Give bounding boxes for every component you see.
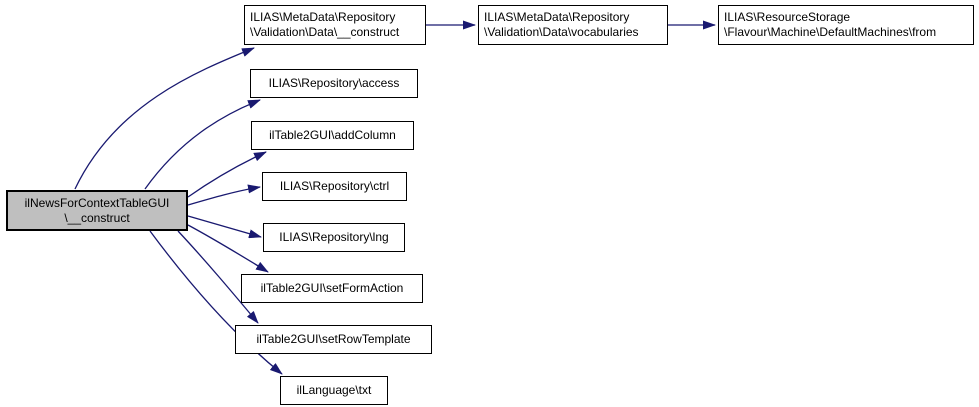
edge-source-add_column: [187, 151, 267, 198]
node-label-line: ILIAS\MetaData\Repository: [484, 10, 630, 24]
node-txt[interactable]: ilLanguage\txt: [280, 376, 388, 405]
node-label-line: \Flavour\Machine\DefaultMachines\from: [724, 25, 937, 39]
node-lng[interactable]: ILIAS\Repository\lng: [263, 223, 405, 252]
node-label-line: ILIAS\ResourceStorage: [724, 10, 851, 24]
node-source[interactable]: ilNewsForContextTableGUI \__construct: [6, 190, 188, 231]
node-label-line: ILIAS\Repository\access: [268, 76, 400, 90]
node-label-line: \__construct: [64, 210, 130, 225]
node-from[interactable]: ILIAS\ResourceStorage \Flavour\Machine\D…: [718, 5, 974, 45]
node-label-line: \Validation\Data\vocabularies: [484, 25, 639, 39]
node-set-form-action[interactable]: ilTable2GUI\setFormAction: [241, 274, 423, 303]
node-label-line: \Validation\Data\__construct: [250, 25, 400, 39]
node-add-column[interactable]: ilTable2GUI\addColumn: [251, 121, 414, 150]
edge-source-ctrl: [187, 184, 261, 206]
node-ctrl[interactable]: ILIAS\Repository\ctrl: [262, 172, 407, 201]
node-vocabularies[interactable]: ILIAS\MetaData\Repository \Validation\Da…: [478, 5, 668, 45]
edge-source-md_construct: [74, 47, 255, 190]
node-label-line: ilTable2GUI\addColumn: [269, 128, 396, 142]
edge-source-set_form_action: [187, 224, 269, 273]
node-label-line: ilNewsForContextTableGUI: [24, 195, 170, 210]
node-set-row-template[interactable]: ilTable2GUI\setRowTemplate: [235, 325, 432, 354]
node-access[interactable]: ILIAS\Repository\access: [250, 69, 418, 98]
edge-source-set_row_template: [177, 230, 259, 324]
node-md-construct[interactable]: ILIAS\MetaData\Repository \Validation\Da…: [244, 5, 426, 45]
edge-source-lng: [187, 215, 262, 239]
edge-source-txt: [149, 230, 283, 375]
node-label-line: ILIAS\Repository\ctrl: [279, 179, 390, 193]
node-label-line: ilTable2GUI\setFormAction: [260, 281, 404, 295]
node-label-line: ILIAS\MetaData\Repository: [250, 10, 396, 24]
node-label-line: ilLanguage\txt: [296, 383, 372, 397]
node-label-line: ILIAS\Repository\lng: [279, 230, 389, 244]
node-label-line: ilTable2GUI\setRowTemplate: [256, 332, 411, 346]
edge-source-access: [144, 99, 261, 190]
